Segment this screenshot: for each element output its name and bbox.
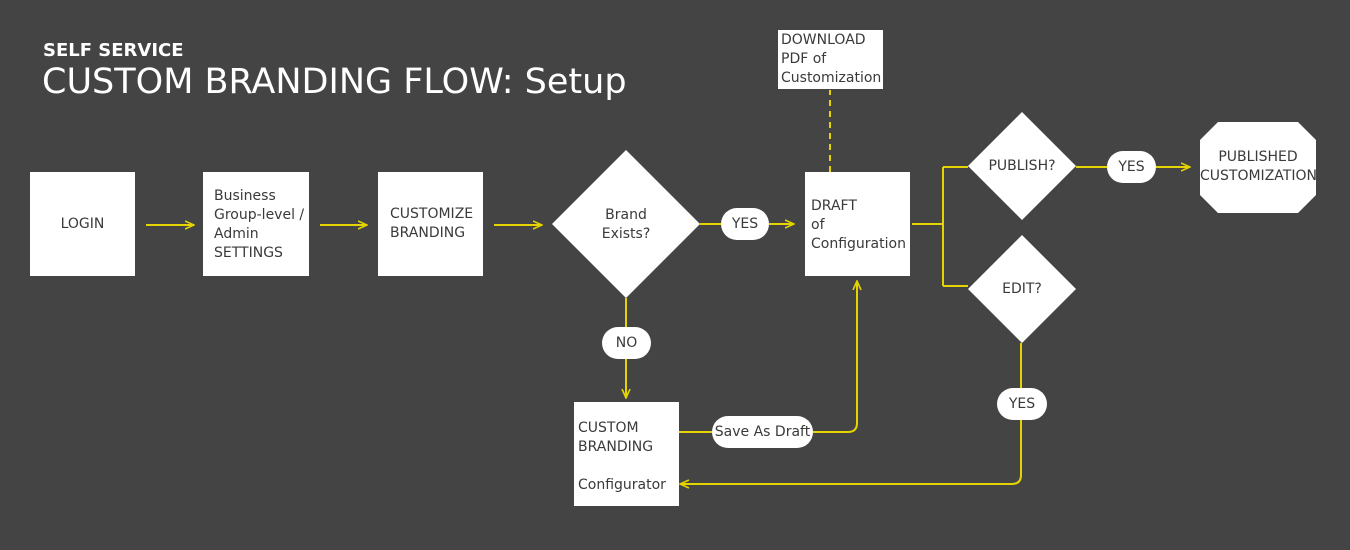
page-kicker: SELF SERVICE [43, 40, 184, 61]
published-octagon [1200, 122, 1316, 213]
pill-yes-edit [997, 388, 1047, 420]
edge-draft-branch [912, 166, 968, 287]
draft-label: DRAFT of Configuration [811, 198, 906, 252]
configurator-label: CUSTOM BRANDING Configurator [578, 420, 666, 493]
configurator-box [574, 402, 679, 506]
login-box [30, 172, 135, 276]
settings-label: Business Group-level / Admin SETTINGS [214, 188, 305, 261]
yes-publish-label: YES [1118, 159, 1145, 175]
pill-save-draft [712, 416, 813, 448]
download-label: DOWNLOAD PDF of Customization [781, 32, 882, 86]
save-draft-label: Save As Draft [714, 424, 811, 440]
draft-box [805, 172, 910, 276]
brand-exists-diamond [552, 150, 700, 298]
brand-exists-label: Brand Exists? [601, 207, 651, 242]
publish-label: PUBLISH? [988, 158, 1056, 174]
edge-save-draft [813, 281, 857, 433]
pill-yes-publish [1107, 151, 1156, 183]
settings-box [203, 172, 309, 276]
login-label: LOGIN [60, 216, 105, 232]
customize-label: CUSTOMIZE BRANDING [390, 206, 474, 241]
yes-brand-label: YES [731, 216, 759, 232]
page-title: CUSTOM BRANDING FLOW: Setup [42, 62, 627, 102]
publish-diamond [968, 112, 1076, 220]
download-box [778, 30, 883, 89]
no-brand-label: NO [615, 335, 638, 351]
customize-box [378, 172, 483, 276]
pill-yes-brand [721, 208, 769, 240]
pill-no-brand [602, 327, 651, 359]
published-label: PUBLISHED CUSTOMIZATION [1200, 149, 1317, 184]
edit-label: EDIT? [1002, 281, 1042, 297]
edit-diamond [968, 235, 1076, 343]
yes-edit-label: YES [1008, 396, 1036, 412]
edge-yes-configurator [680, 420, 1022, 484]
